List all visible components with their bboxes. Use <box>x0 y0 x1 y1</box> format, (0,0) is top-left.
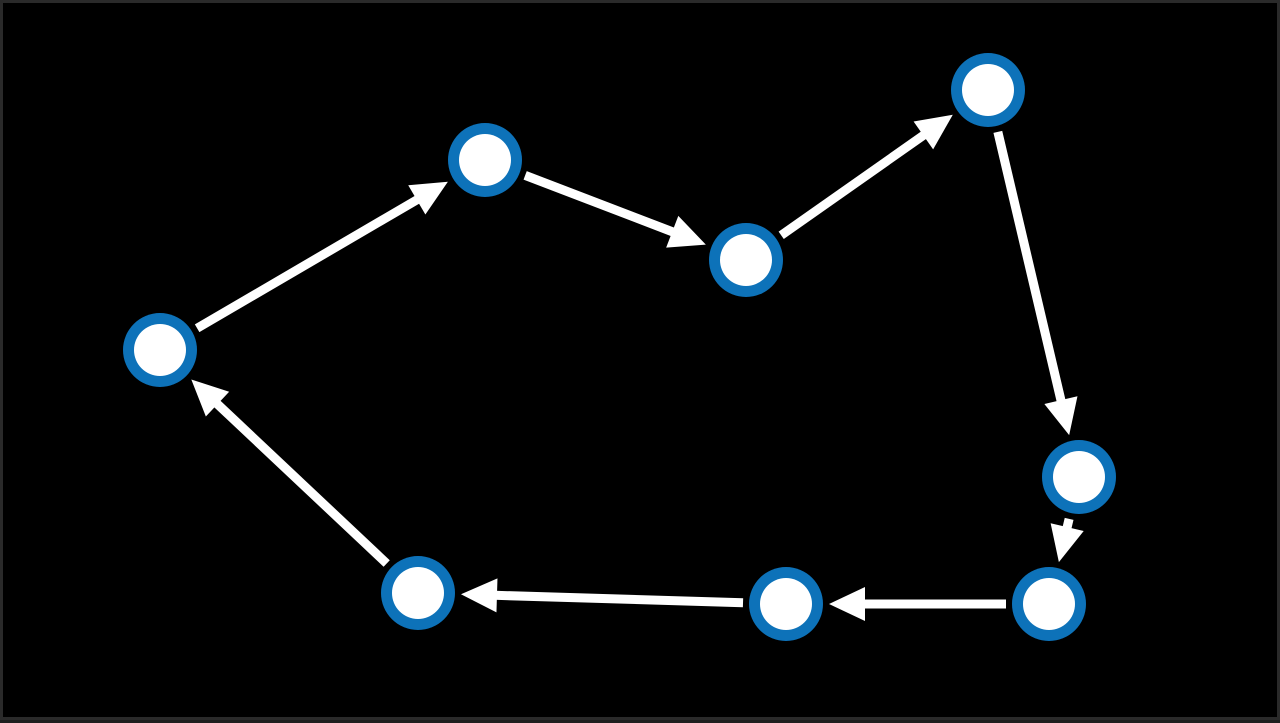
edge-line <box>490 590 744 608</box>
graph-node[interactable] <box>1012 567 1086 641</box>
edge-line <box>523 171 680 239</box>
node-core <box>760 578 812 630</box>
edges-layer <box>191 114 1084 621</box>
node-core <box>1053 451 1105 503</box>
edge-arrowhead-icon <box>191 379 230 417</box>
graph-node[interactable] <box>749 567 823 641</box>
graph-edge[interactable] <box>460 578 744 613</box>
graph-node[interactable] <box>951 53 1025 127</box>
node-core <box>459 134 511 186</box>
graph-node[interactable] <box>381 556 455 630</box>
graph-node[interactable] <box>123 313 197 387</box>
graph-edge[interactable] <box>1050 517 1084 563</box>
edge-line <box>993 130 1067 407</box>
edge-arrowhead-icon <box>829 587 865 621</box>
edge-arrowhead-icon <box>913 114 953 150</box>
node-core <box>962 64 1014 116</box>
edge-arrowhead-icon <box>1044 396 1078 436</box>
graph-svg <box>123 53 1116 641</box>
node-core <box>134 324 186 376</box>
edge-arrowhead-icon <box>1050 523 1084 563</box>
graph-edge[interactable] <box>993 130 1078 436</box>
edge-line <box>194 192 425 333</box>
edge-line <box>778 128 931 239</box>
node-core <box>392 567 444 619</box>
graph-edge[interactable] <box>191 379 390 567</box>
graph-edge[interactable] <box>778 114 953 239</box>
node-core <box>720 234 772 286</box>
edge-arrowhead-icon <box>408 181 448 215</box>
graph-node[interactable] <box>1042 440 1116 514</box>
graph-node[interactable] <box>448 123 522 197</box>
node-core <box>1023 578 1075 630</box>
graph-edge[interactable] <box>829 587 1006 621</box>
nodes-layer <box>123 53 1116 641</box>
edge-arrowhead-icon <box>666 215 706 248</box>
edge-arrowhead-icon <box>460 578 498 613</box>
edge-line <box>210 396 390 567</box>
graph-node[interactable] <box>709 223 783 297</box>
graph-edge[interactable] <box>194 181 448 333</box>
graph-edge[interactable] <box>523 171 706 248</box>
